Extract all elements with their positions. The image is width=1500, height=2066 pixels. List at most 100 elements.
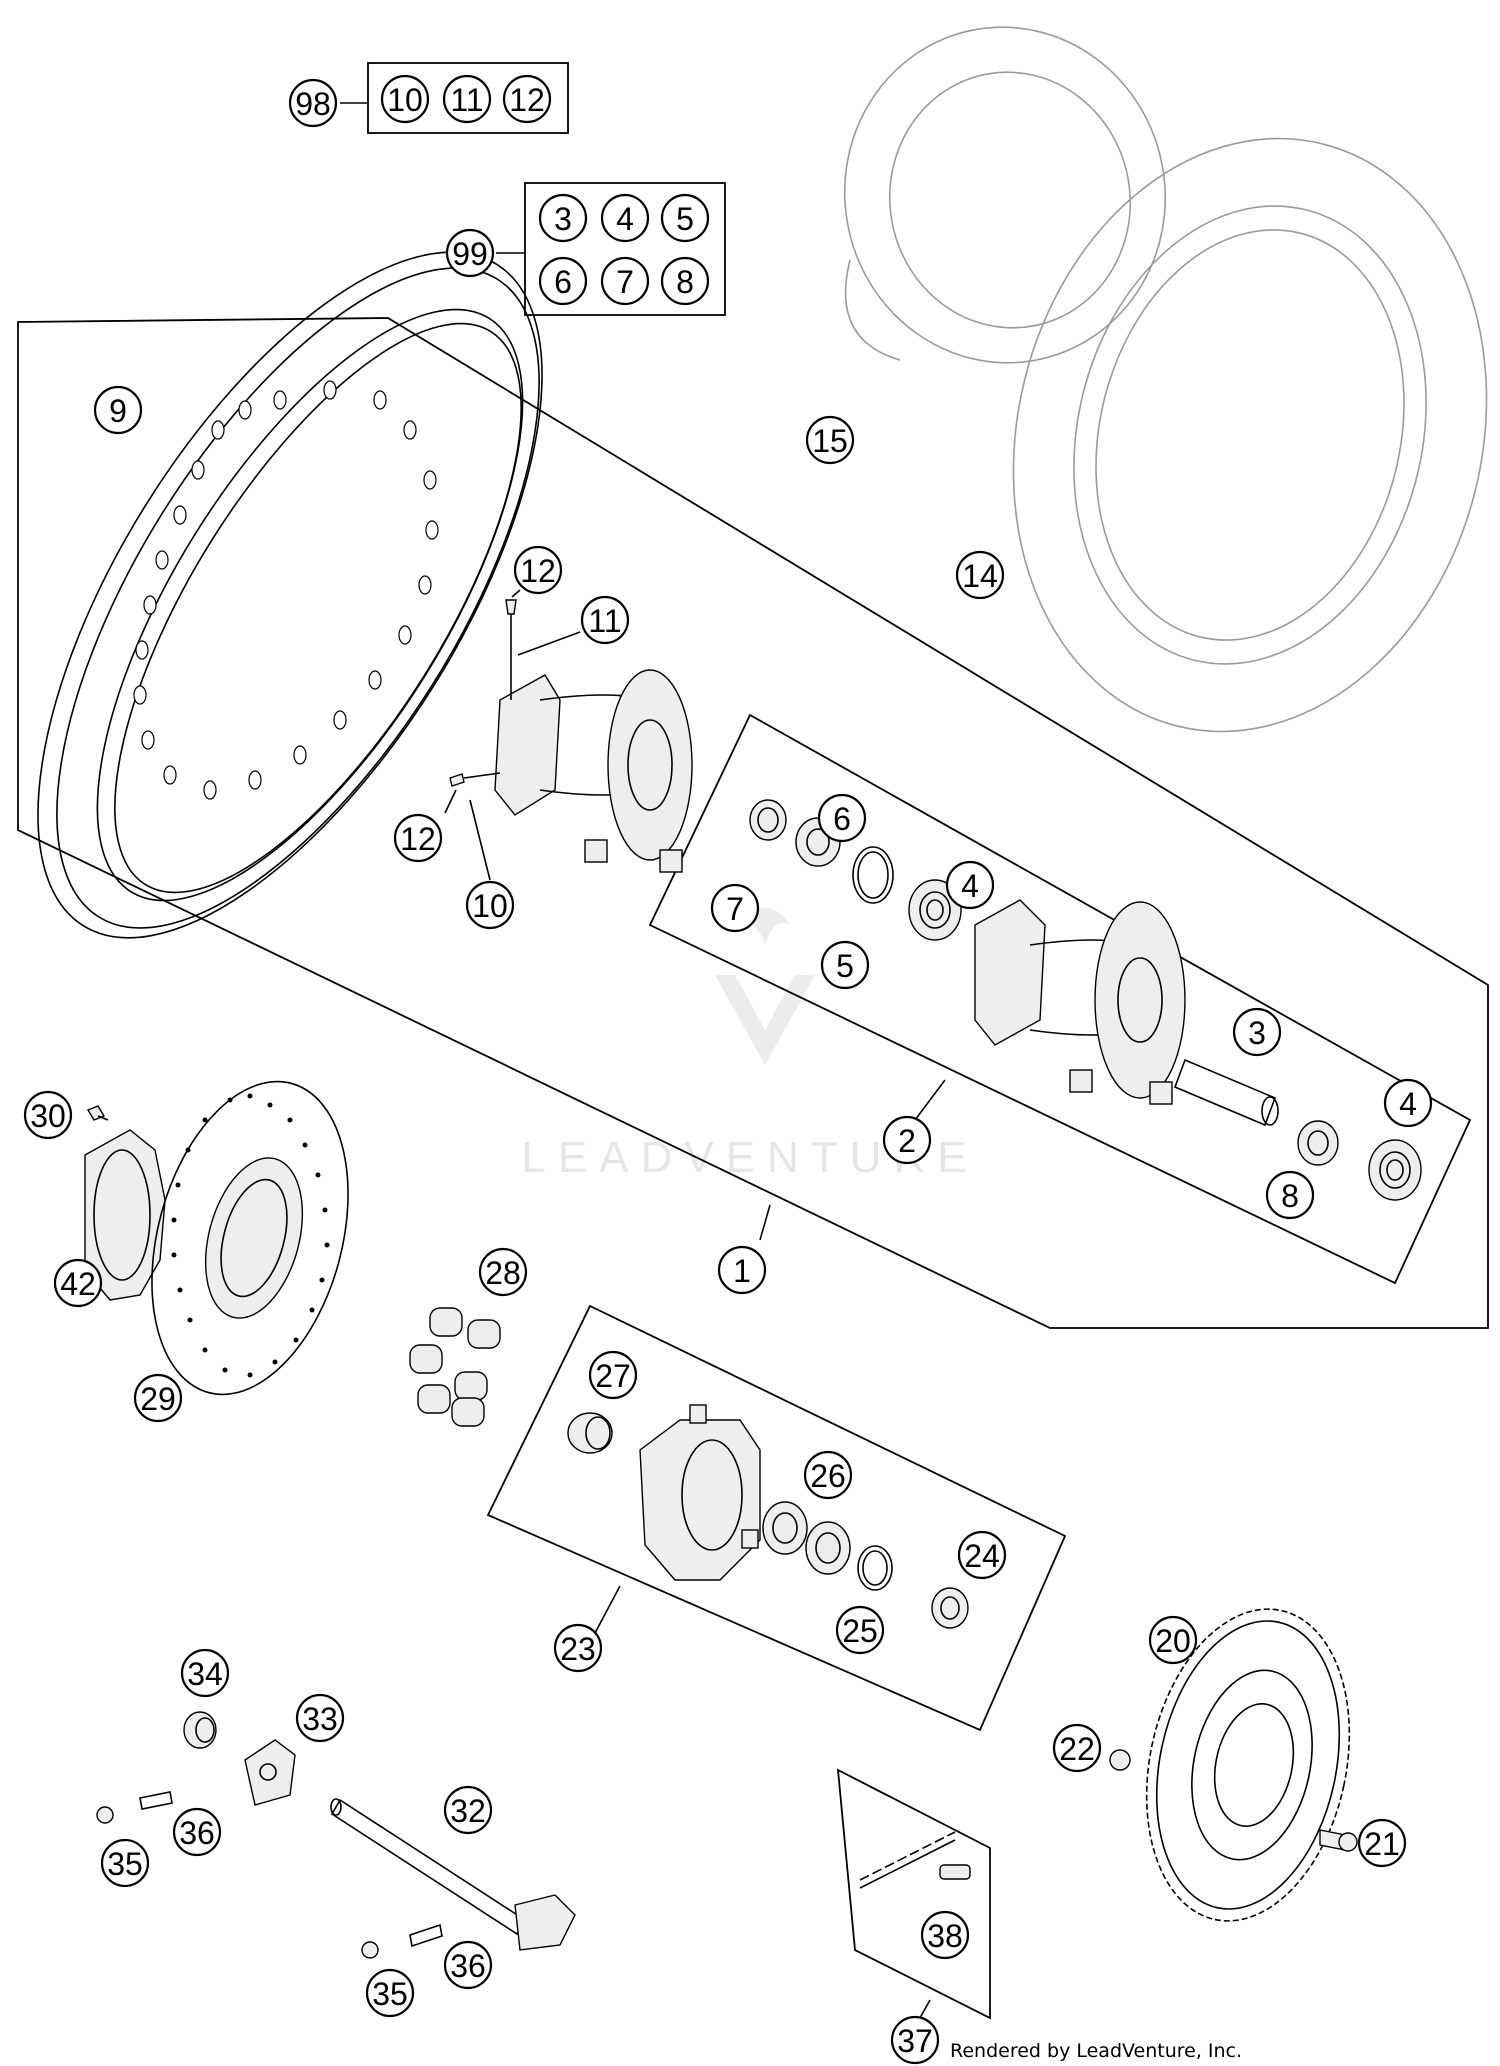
callout-label: 14 [962,558,998,594]
tube [843,26,1167,364]
callout-28: 28 [478,1247,528,1297]
callout-label: 29 [140,1381,176,1417]
callout-21: 21 [1357,1818,1407,1868]
callout-36-upper: 36 [172,1807,222,1857]
callout-label: 9 [109,393,127,429]
callout-label: 28 [485,1255,521,1291]
callout-30: 30 [23,1090,73,1140]
callout-99: 99 [445,228,495,278]
callout-label: 32 [450,1793,486,1829]
callout-label: 30 [30,1098,66,1134]
kit-98-box [367,62,569,134]
damper-rubbers-28 [409,1307,501,1427]
screw-30 [86,1105,109,1121]
callout-label: 2 [898,1123,916,1159]
callout-27: 27 [588,1350,638,1400]
callout-label: 15 [812,423,848,459]
callout-label: 26 [810,1458,846,1494]
callout-label: 21 [1364,1826,1400,1862]
bearing-26-b [805,1521,851,1575]
callout-label: 7 [726,891,744,927]
callout-6: 6 [817,793,867,843]
callout-label: 10 [472,888,508,924]
sprocket-carrier-box [486,1304,1067,1732]
sprocket-carrier [639,1404,761,1581]
hub-2 [974,899,1186,1105]
callout-4-right: 4 [1383,1078,1433,1128]
callout-label: 3 [554,201,572,237]
callout-label: 33 [302,1701,338,1737]
callout-label: 38 [927,1918,963,1954]
callout-9: 9 [93,385,143,435]
kit-99-item-6: 6 [538,256,588,306]
callout-37: 37 [890,2015,940,2065]
screw-21 [1319,1829,1358,1852]
callout-label: 5 [676,201,694,237]
callout-label: 4 [616,201,634,237]
callout-label: 99 [452,236,488,272]
callout-label: 12 [520,553,556,589]
seal-24 [931,1587,969,1629]
callout-38: 38 [920,1910,970,1960]
brake-disc-29 [151,1080,349,1396]
rear-sprocket-20 [1145,1608,1351,1922]
callout-98: 98 [288,78,338,128]
callout-35-lower: 35 [365,1968,415,2018]
callout-14: 14 [955,550,1005,600]
nut-22 [1109,1749,1131,1771]
circlip-25 [857,1545,893,1591]
kit-98-item-10: 10 [380,74,430,124]
callout-11: 11 [580,595,630,645]
callout-label: 98 [295,86,331,122]
callout-label: 12 [509,82,545,118]
callout-7: 7 [710,883,760,933]
chain-adjuster-33 [244,1739,296,1806]
callout-label: 34 [187,1656,223,1692]
callout-label: 6 [833,801,851,837]
callout-1: 1 [717,1245,767,1295]
callout-label: 3 [1248,1015,1266,1051]
seal-7 [749,799,787,841]
callout-26: 26 [803,1450,853,1500]
callout-label: 36 [179,1815,215,1851]
chain-box [836,1768,991,2020]
callout-32: 32 [443,1785,493,1835]
callout-label: 25 [842,1613,878,1649]
callout-20: 20 [1148,1615,1198,1665]
screw-36-upper [139,1791,173,1810]
bearing-26-a [762,1501,808,1555]
callout-label: 35 [107,1846,143,1882]
callout-label: 22 [1059,1731,1095,1767]
nut-35-upper [96,1806,114,1824]
callout-label: 23 [560,1631,596,1667]
kit-99-item-3: 3 [538,193,588,243]
callout-8: 8 [1265,1170,1315,1220]
callout-label: 42 [60,1266,96,1302]
callout-label: 1 [733,1253,751,1289]
callout-label: 5 [836,948,854,984]
callout-label: 27 [595,1358,631,1394]
callout-5: 5 [820,940,870,990]
callout-label: 24 [964,1538,1000,1574]
spacer-27 [567,1412,613,1454]
callout-4-left: 4 [945,860,995,910]
callout-label: 10 [387,82,423,118]
callout-label: 7 [616,264,634,300]
wheel-assembly-box [17,317,1489,1329]
hub-assembly-box [648,713,1472,1285]
bearing-4-left [908,879,962,941]
spacer-34 [183,1711,217,1749]
callout-42: 42 [53,1258,103,1308]
callout-22: 22 [1052,1723,1102,1773]
callout-label: 35 [372,1976,408,2012]
callout-29: 29 [133,1373,183,1423]
callout-label: 12 [400,821,436,857]
nut-35-lower [361,1941,379,1959]
spacer-sleeve-3 [1173,1058,1279,1127]
master-link-38 [939,1864,971,1880]
render-credit: Rendered by LeadVenture, Inc. [950,2040,1243,2062]
callout-10: 10 [465,880,515,930]
callout-3: 3 [1232,1007,1282,1057]
spoke-nipple-top [505,599,517,700]
